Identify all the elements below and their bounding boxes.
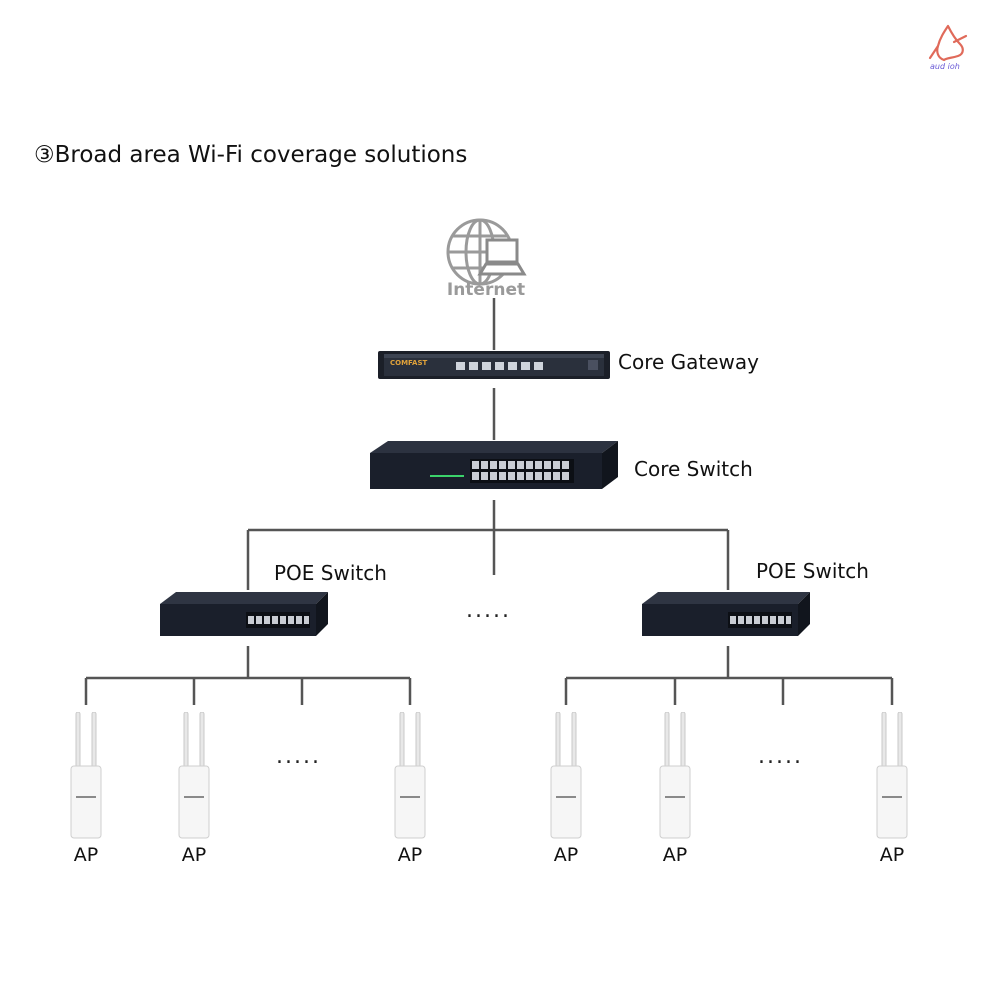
core-switch-icon [370,441,618,489]
access-point-icon [550,712,582,839]
gateway-icon [378,351,610,379]
more-switches-ellipsis: ..... [466,598,511,623]
ap-label: AP [181,844,207,866]
core-gateway-label: Core Gateway [618,350,759,374]
access-point-icon [178,712,210,839]
core-switch-label: Core Switch [634,457,753,481]
ap-label: AP [662,844,688,866]
brand-logo [928,24,968,62]
ap-label: AP [397,844,423,866]
poe-switch-label-left: POE Switch [274,561,387,585]
ap-label: AP [73,844,99,866]
poe-switch-label-right: POE Switch [756,559,869,583]
poe-switch-icon-left [160,592,328,636]
access-point-icon [876,712,908,839]
access-point-icon [70,712,102,839]
poe-switch-icon-right [642,592,810,636]
more-aps-ellipsis-right: ..... [758,744,803,769]
internet-globe-icon [446,218,527,286]
page-title: ③Broad area Wi-Fi coverage solutions [34,142,468,168]
core-gateway-device: COMFAST [378,348,610,382]
ap-label: AP [553,844,579,866]
access-point-icon [659,712,691,839]
more-aps-ellipsis-left: ..... [276,744,321,769]
internet-label: Internet [446,280,526,300]
ap-label: AP [879,844,905,866]
brand-logo-text: aud ioh [930,62,960,71]
gateway-brand: COMFAST [390,359,428,367]
access-point-icon [394,712,426,839]
